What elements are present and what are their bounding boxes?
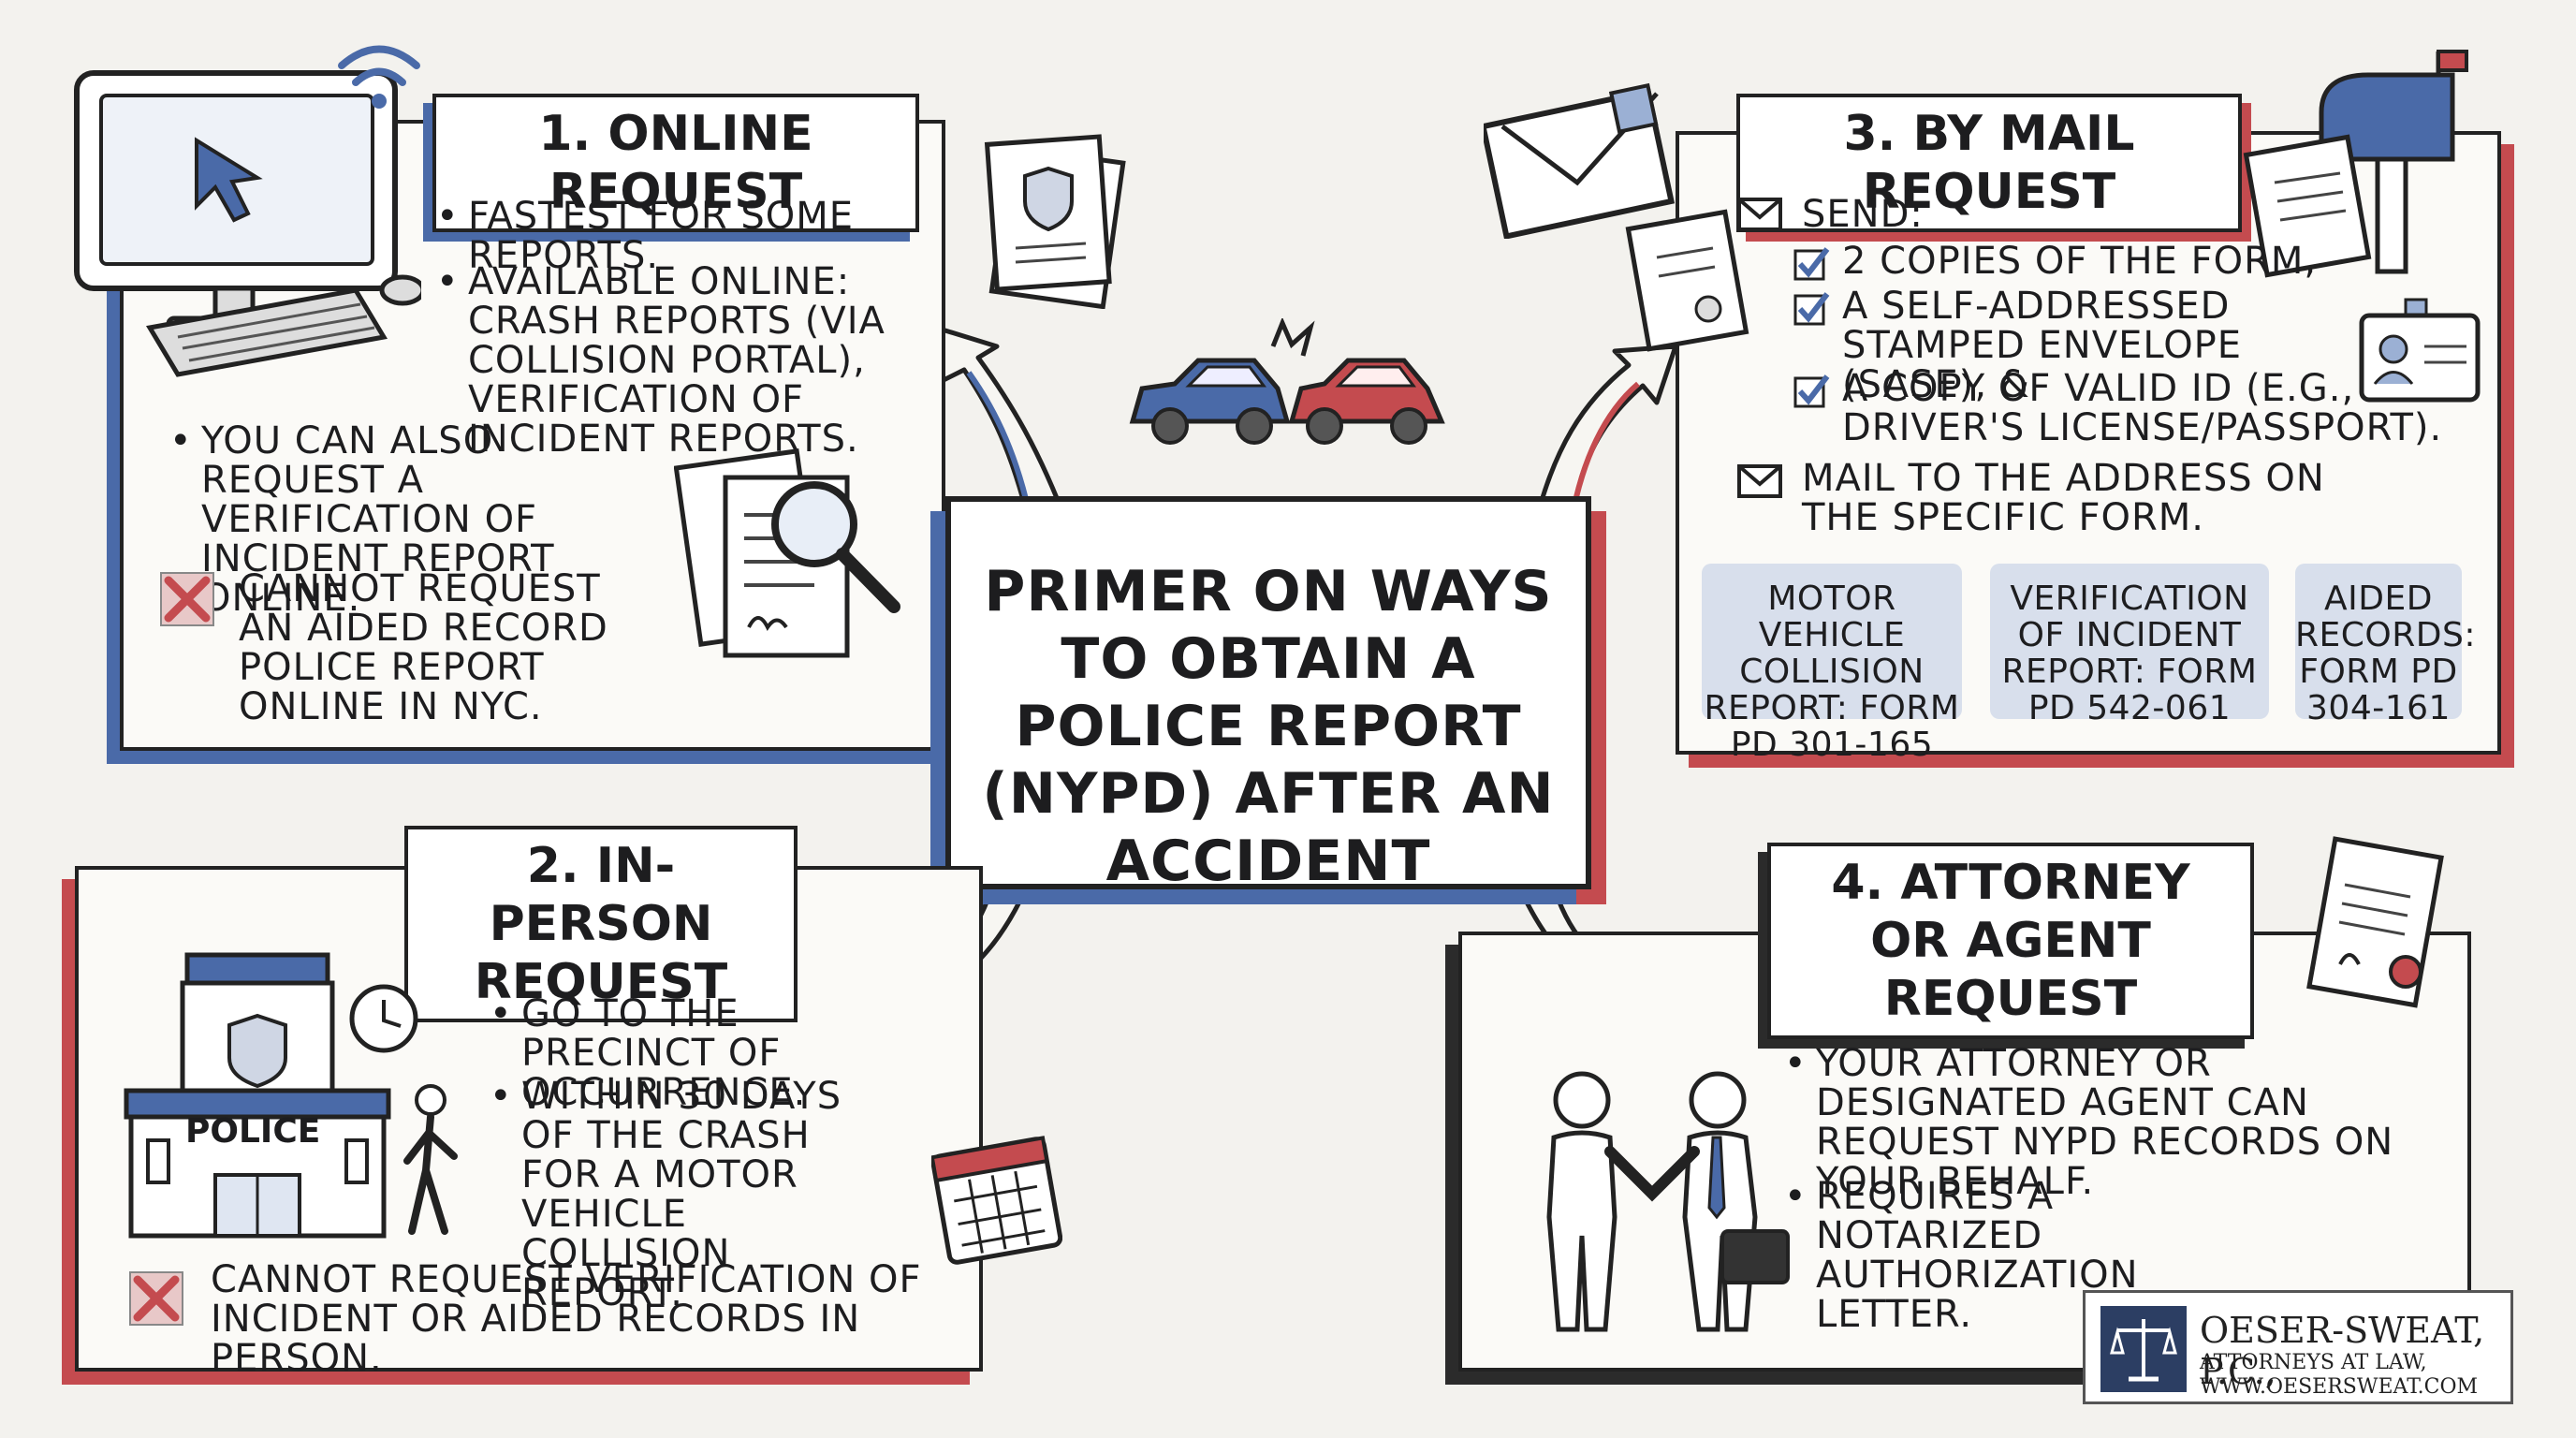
attorney-title: 4. ATTORNEY OR AGENT REQUEST [1767, 843, 2254, 1039]
attorney-bullet-2: REQUIRES A NOTARIZED AUTHORIZATION LETTE… [1784, 1177, 2284, 1334]
checkbox-icon [1793, 374, 1830, 408]
center-title-card: PRIMER ON WAYS TO OBTAIN A POLICE REPORT… [945, 496, 1591, 894]
form-card-aided: AIDED RECORDS: FORM PD 304-161 [2295, 564, 2475, 726]
keyboard-icon [145, 274, 421, 377]
handshake-icon [1546, 1071, 1790, 1332]
x-mark-icon [160, 572, 214, 626]
walking-person-icon [403, 1084, 458, 1235]
id-card-icon [2359, 298, 2481, 403]
in-person-bullet-2: WITHIN 30 DAYS OF THE CRASH FOR A MOTOR … [490, 1077, 896, 1313]
firm-website[interactable]: WWW.OESERSWEAT.COM [2200, 1375, 2479, 1399]
police-station-icon [124, 952, 418, 1239]
form-document-icon [1625, 209, 1749, 352]
mail-to-text: MAIL TO THE ADDRESS ON THE SPECIFIC FORM… [1802, 457, 2325, 539]
mail-request-title: 3. BY MAIL REQUEST [1736, 94, 2242, 232]
x-mark-icon [129, 1271, 183, 1326]
firm-logo: OESER-SWEAT, P.C., ATTORNEYS AT LAW, WWW… [2083, 1290, 2513, 1404]
scales-of-justice-icon [2100, 1306, 2187, 1392]
checkbox-icon [1793, 247, 1830, 281]
online-cannot-text: CANNOT REQUEST AN AIDED RECORD POLICE RE… [239, 567, 608, 728]
center-title: PRIMER ON WAYS TO OBTAIN A POLICE REPORT… [982, 559, 1555, 894]
mail-checklist-1: 2 COPIES OF THE FORM, [1842, 240, 2318, 283]
mail-checklist-2: A SELF-ADDRESSED STAMPED ENVELOPE (SASE)… [1842, 285, 2243, 406]
envelope-small-icon [1737, 198, 1782, 231]
firm-subtitle: ATTORNEYS AT LAW, WWW.OESERSWEAT.COM [2200, 1351, 2478, 1400]
checkbox-icon [1793, 292, 1830, 326]
calendar-icon [931, 1136, 1062, 1265]
car-crash-icon [1129, 318, 1445, 445]
form-card-collision: MOTOR VEHICLE COLLISION REPORT: FORM PD … [1702, 564, 1962, 763]
wifi-icon [338, 45, 420, 109]
firm-tagline: ATTORNEYS AT LAW, [2200, 1351, 2427, 1374]
mailbox-icon [2319, 50, 2468, 274]
online-bullet-3: YOU CAN ALSO REQUEST A VERIFICATION OF I… [169, 421, 669, 618]
firm-name: OESER-SWEAT, P.C., [2200, 1310, 2485, 1392]
police-document-icon [984, 134, 1126, 309]
computer-icon [74, 70, 398, 338]
police-sign: POLICE [185, 1112, 321, 1151]
in-person-cannot-text: CANNOT REQUEST VERIFICATION OF INCIDENT … [211, 1258, 922, 1380]
mail-checklist-3: A COPY OF VALID ID (E.G., DRIVER'S LICEN… [1842, 367, 2443, 449]
envelope-icon [1484, 82, 1676, 239]
contract-icon [2306, 836, 2444, 1008]
envelope-small-icon [1737, 464, 1782, 498]
mail-send-label: SEND: [1802, 193, 1924, 236]
document-magnifier-icon [674, 448, 900, 658]
mail-letter-icon [2243, 134, 2372, 278]
form-card-verification: VERIFICATION OF INCIDENT REPORT: FORM PD… [1990, 564, 2269, 726]
